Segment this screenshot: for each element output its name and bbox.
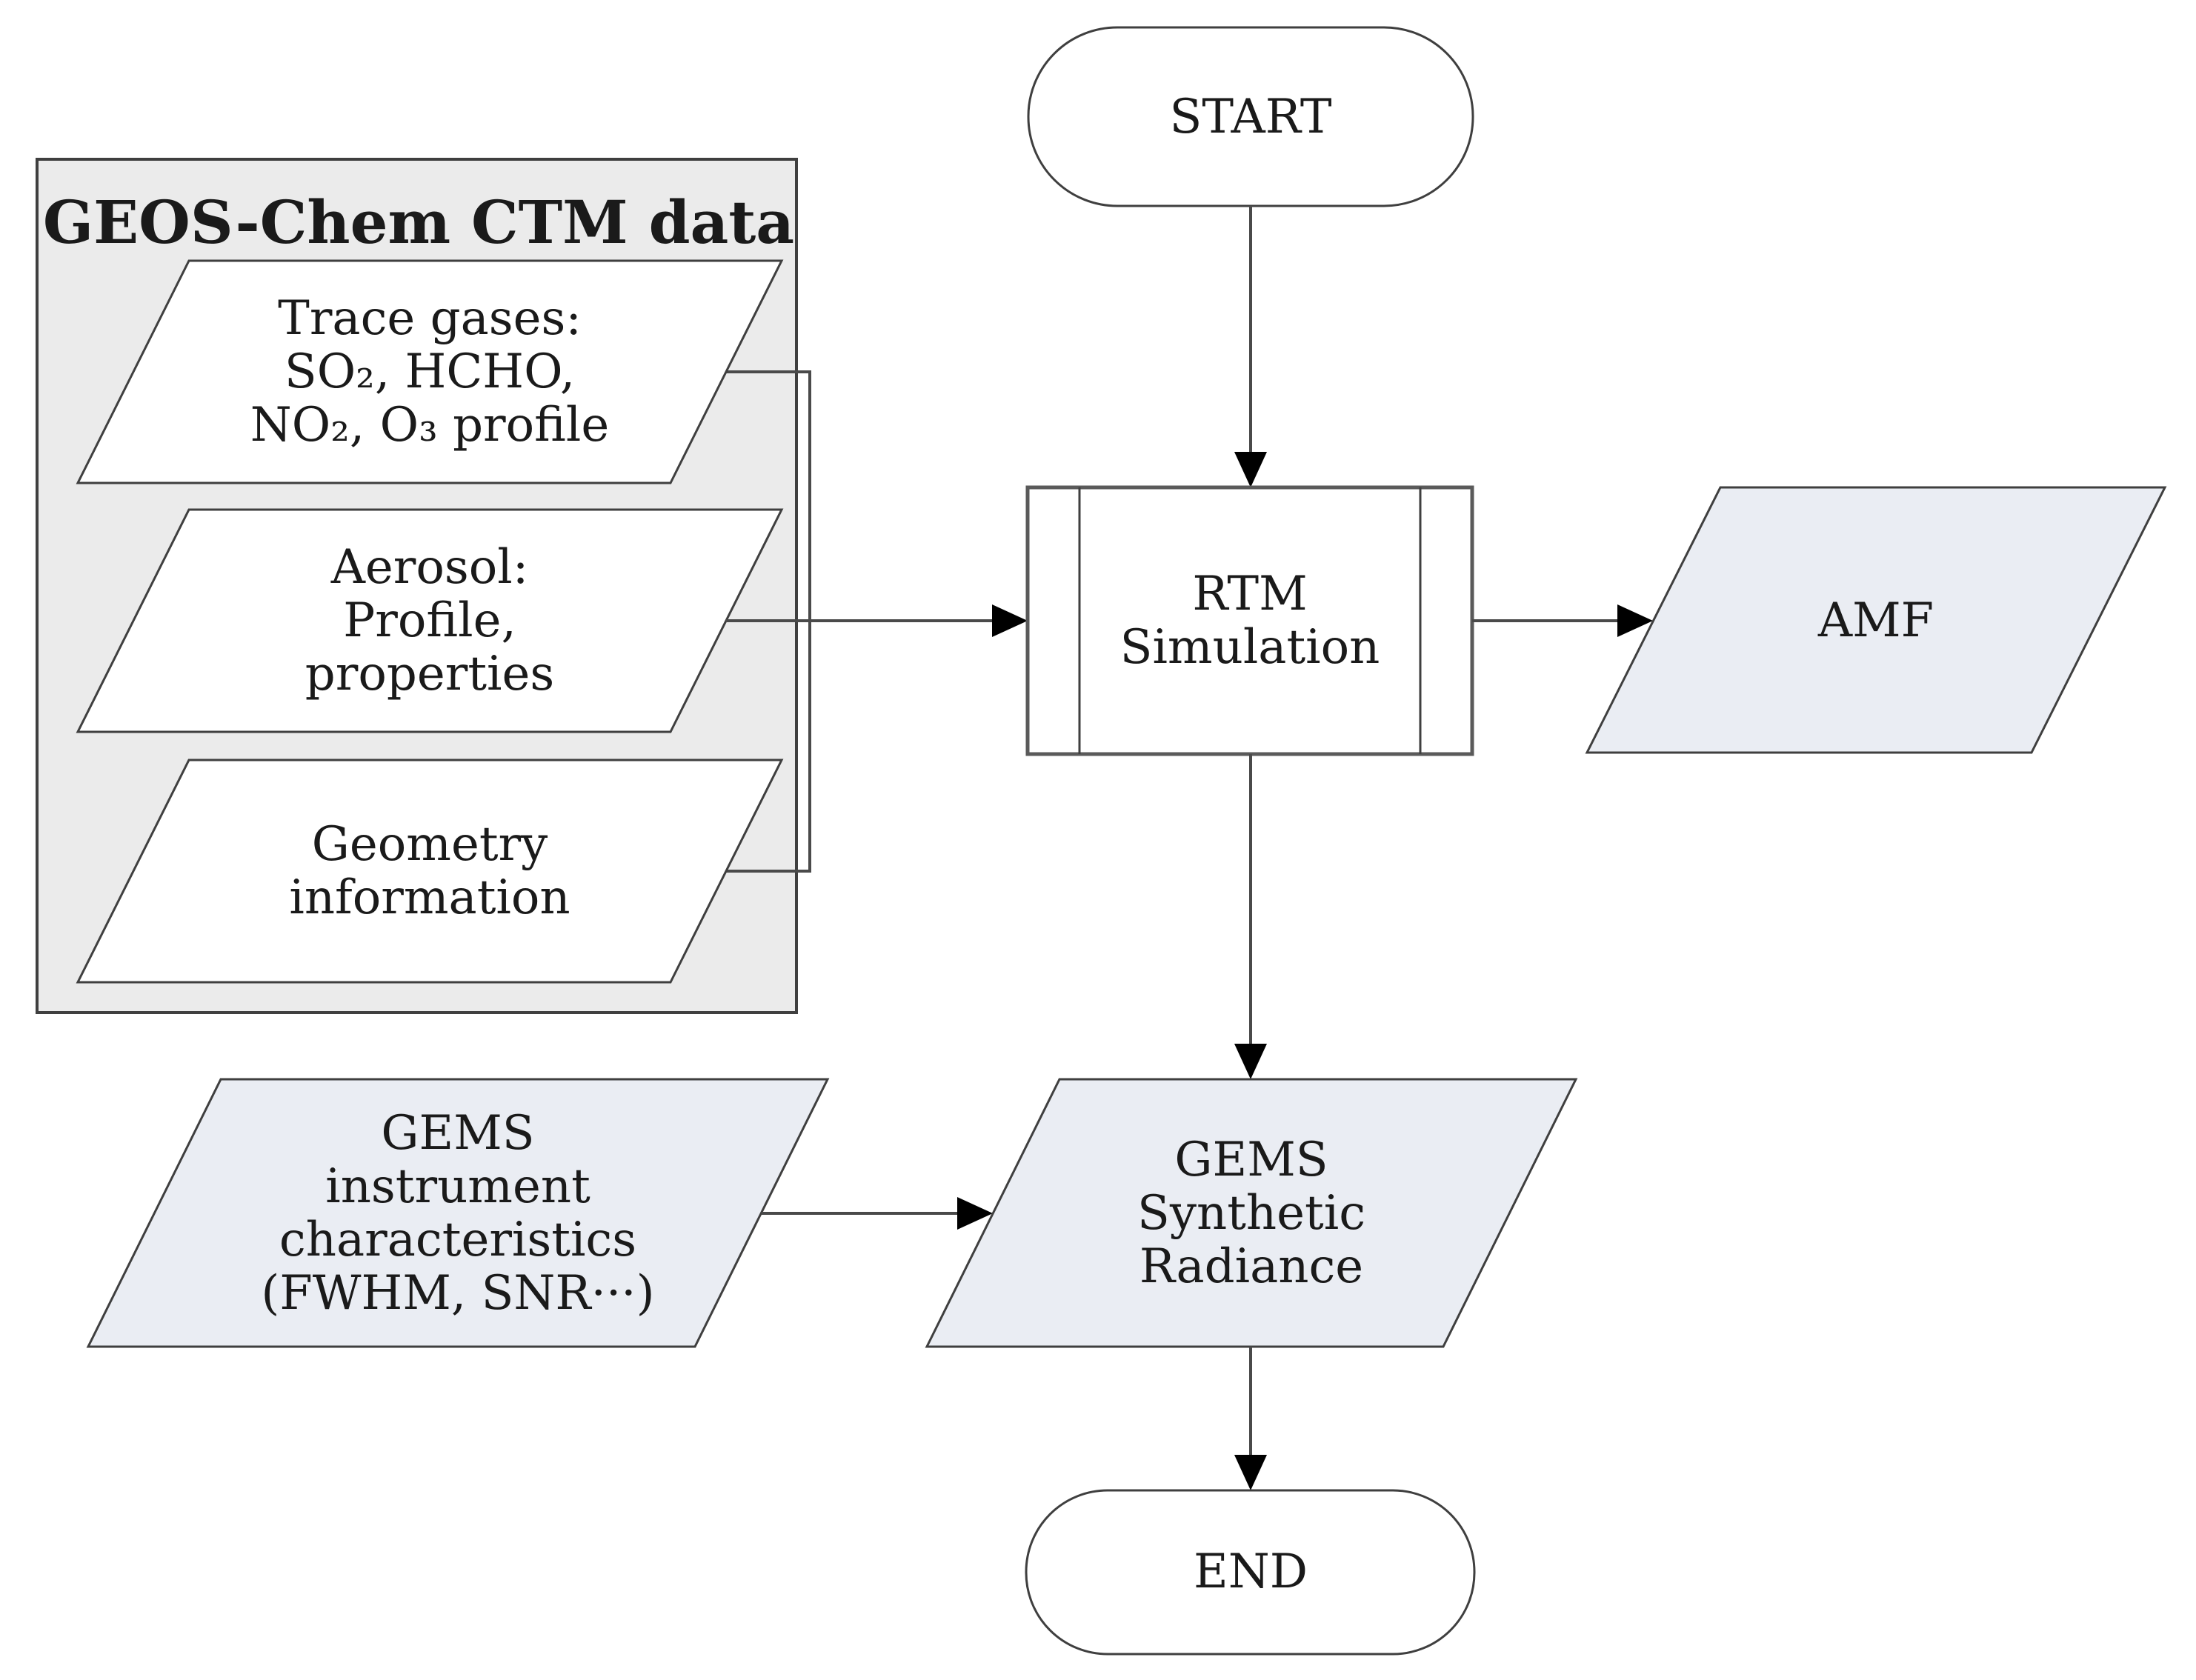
trace-gases-line-2: SO₂, HCHO, — [285, 344, 575, 399]
aerosol-line-2: Profile, — [343, 593, 516, 648]
aerosol-line-1: Aerosol: — [330, 540, 529, 595]
aerosol-shape — [76, 508, 784, 733]
node-trace-gases: Trace gases: SO₂, HCHO, NO₂, O₃ profile — [76, 259, 784, 484]
gems-instrument-shape — [86, 1078, 830, 1348]
rtm-simulation-line-2: Simulation — [1120, 620, 1380, 675]
node-amf: AMF — [1585, 486, 2167, 754]
arrow-aerosol-to-rtm-head — [992, 604, 1028, 637]
node-rtm-simulation: RTM Simulation — [1025, 485, 1474, 756]
arrow-rtm-to-amf-head — [1617, 604, 1653, 637]
trace-gases-line-3: NO₂, O₃ profile — [250, 398, 609, 453]
end-shape — [1025, 1489, 1476, 1656]
arrow-rtm-to-amf — [1472, 604, 1653, 637]
gems-instrument-line-2: instrument — [325, 1159, 590, 1214]
node-gems-synthetic-radiance: GEMS Synthetic Radiance — [925, 1078, 1578, 1348]
gems-synthetic-line-1: GEMS — [1174, 1133, 1328, 1187]
trace-gases-shape — [76, 259, 784, 484]
gems-synthetic-shape — [925, 1078, 1578, 1348]
arrow-gems-synthetic-to-end — [1234, 1347, 1267, 1490]
arrow-instrument-to-gems-synthetic — [762, 1197, 993, 1230]
amf-shape — [1585, 486, 2167, 754]
geos-group-box-title: GEOS-Chem CTM data — [43, 187, 794, 257]
trace-gases-line-1: Trace gases: — [278, 291, 582, 346]
arrow-rtm-to-gems-synthetic-head — [1234, 1044, 1267, 1079]
arrow-aerosol-to-rtm — [726, 604, 1028, 637]
gems-synthetic-line-2: Synthetic — [1137, 1186, 1365, 1241]
gems-instrument-line-1: GEMS — [381, 1106, 534, 1161]
gems-instrument-line-3: characteristics — [279, 1213, 636, 1267]
gems-synthetic-line-3: Radiance — [1139, 1239, 1363, 1294]
node-end: END — [1025, 1489, 1476, 1656]
rtm-simulation-line-1: RTM — [1192, 567, 1307, 621]
rtm-simulation-shape — [1025, 485, 1474, 756]
node-start: START — [1027, 26, 1474, 207]
arrow-start-to-rtm-head — [1234, 452, 1267, 487]
end-label: END — [1194, 1544, 1308, 1599]
arrow-instrument-to-gems-synthetic-head — [957, 1197, 993, 1230]
geometry-information-line-2: information — [289, 870, 570, 925]
aerosol-line-3: properties — [305, 647, 554, 701]
node-aerosol: Aerosol: Profile, properties — [76, 508, 784, 733]
geometry-information-shape — [76, 759, 784, 984]
node-geometry-information: Geometry information — [76, 759, 784, 984]
arrow-gems-synthetic-to-end-head — [1234, 1455, 1267, 1490]
arrow-start-to-rtm — [1234, 206, 1267, 487]
amf-label: AMF — [1817, 593, 1934, 648]
node-gems-instrument-characteristics: GEMS instrument characteristics (FWHM, S… — [86, 1078, 830, 1348]
gems-instrument-line-4: (FWHM, SNR···) — [261, 1266, 654, 1321]
geometry-information-line-1: Geometry — [312, 817, 548, 872]
arrow-rtm-to-gems-synthetic — [1234, 754, 1267, 1079]
start-label: START — [1170, 90, 1332, 144]
